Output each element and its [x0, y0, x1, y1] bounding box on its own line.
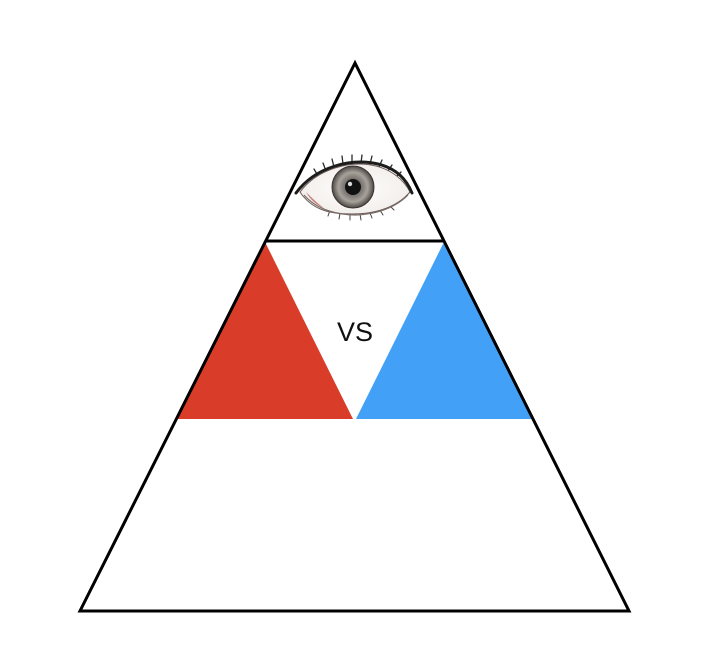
- pyramid-outline: [77, 59, 632, 613]
- right-blue-triangle: [356, 242, 532, 419]
- left-red-triangle: [177, 242, 353, 419]
- eye-icon: [294, 154, 414, 221]
- vs-label: VS: [337, 317, 373, 347]
